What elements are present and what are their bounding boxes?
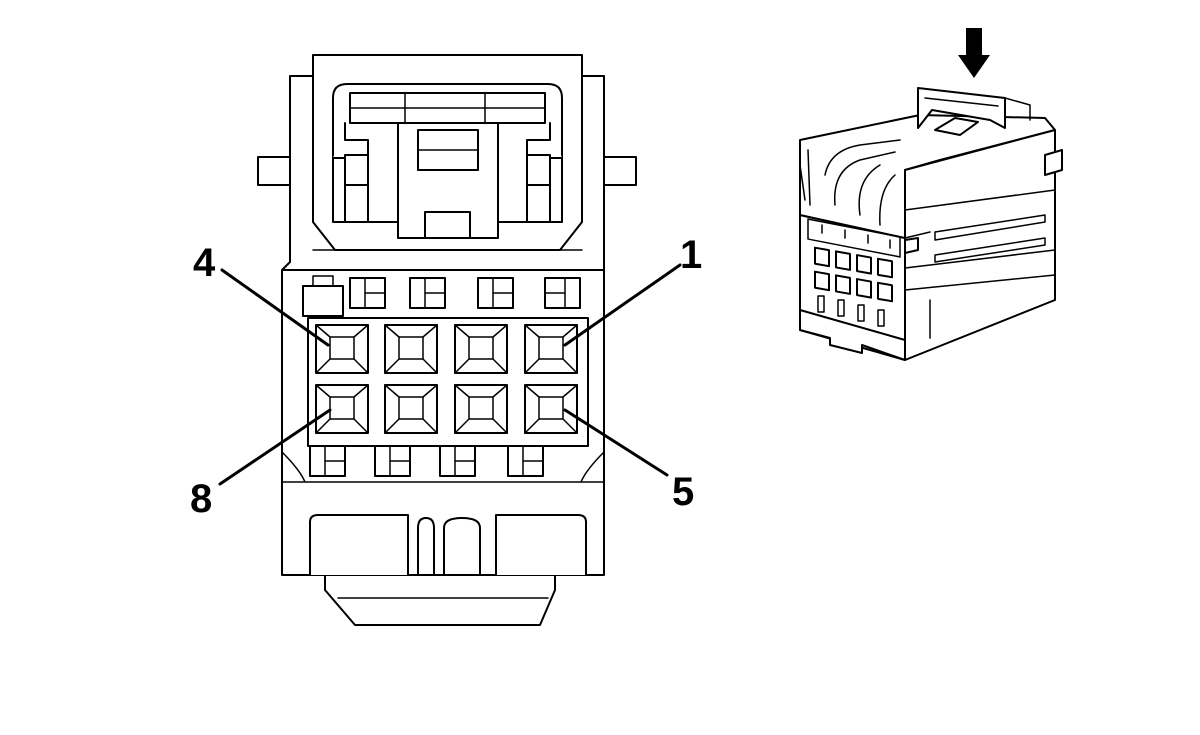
bottom-skirt: [281, 481, 605, 506]
pin-label-4: 4: [193, 241, 216, 285]
iso-bottom-slots: [817, 295, 885, 327]
retainer-clip: [477, 277, 514, 309]
polarization-key-top: [312, 275, 334, 287]
iso-rib-2: [934, 214, 1046, 241]
retainer-clip: [374, 445, 411, 477]
lower-retainers: [309, 445, 544, 477]
iso-rib-1: [904, 189, 1056, 211]
left-side-tab: [257, 156, 291, 186]
cavity-pin-2: [454, 324, 508, 374]
iso-arm-2: [833, 151, 896, 206]
connector-foot: [324, 574, 556, 626]
cavity-pin-5: [524, 384, 578, 434]
polarization-key: [302, 285, 344, 317]
retainer-clip: [544, 277, 581, 309]
cavity-pin-6: [454, 384, 508, 434]
iso-rib-3: [934, 237, 1046, 263]
latch-notch-left: [344, 154, 369, 186]
pin-label-5: 5: [672, 470, 694, 514]
iso-arm-1: [824, 139, 901, 176]
skirt-slot-1: [417, 517, 435, 576]
iso-latch-line: [924, 97, 999, 107]
iso-foot: [799, 309, 906, 361]
cavity-pin-1: [524, 324, 578, 374]
connector-face-view: [257, 54, 637, 626]
upper-retainers: [349, 277, 581, 309]
skirt-panel-left: [309, 514, 409, 576]
iso-latch-back: [1004, 97, 1031, 121]
pin-label-8: 8: [190, 477, 212, 521]
pin-cavities: [315, 324, 578, 434]
iso-side-face: [904, 129, 1056, 361]
skirt-slot-2: [443, 517, 481, 576]
iso-edge-2: [807, 149, 811, 206]
iso-arm-3: [858, 164, 881, 216]
leader-lines: [218, 263, 682, 486]
retainer-clip: [349, 277, 386, 309]
leader-pin-5: [563, 408, 669, 477]
retainer-clip: [439, 445, 476, 477]
iso-latch-tab: [934, 117, 979, 136]
cavity-pin-8: [315, 384, 369, 434]
leader-pin-1: [563, 263, 682, 347]
down-arrow-icon: [958, 28, 990, 78]
retainer-clip: [409, 277, 446, 309]
right-side-tab: [603, 156, 637, 186]
iso-cavities: [814, 246, 893, 303]
cavity-pin-7: [384, 384, 438, 434]
retainer-clip: [309, 445, 346, 477]
iso-edge-1: [799, 164, 806, 201]
left-guide: [281, 451, 306, 483]
latch-notch-right: [526, 154, 551, 186]
iso-rib-4: [904, 249, 1056, 269]
iso-arm-4: [879, 174, 896, 226]
connector-isometric-view: [799, 28, 1063, 361]
skirt-panel-right: [495, 514, 587, 576]
iso-rib-5: [904, 274, 1056, 291]
pin-labels: 4 1 8 5: [190, 233, 702, 521]
iso-top-slots: [807, 218, 901, 258]
cavity-pin-3: [384, 324, 438, 374]
cavity-pin-4: [315, 324, 369, 374]
pin-label-1: 1: [680, 233, 702, 277]
iso-rib-7: [904, 231, 931, 239]
leader-pin-4: [220, 268, 330, 347]
latch-release-window: [424, 211, 471, 239]
right-guide: [580, 451, 605, 483]
iso-side-tab: [1044, 149, 1063, 176]
retainer-clip: [507, 445, 544, 477]
iso-side-clip: [904, 237, 919, 254]
leader-pin-8: [218, 408, 332, 486]
